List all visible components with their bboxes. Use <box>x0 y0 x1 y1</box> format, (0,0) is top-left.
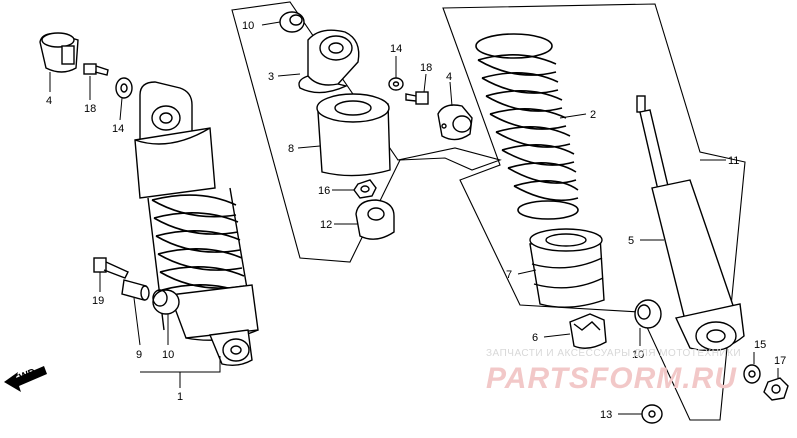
callout-10-left: 10 <box>162 349 174 361</box>
part-bushing-10-right <box>634 299 662 329</box>
part-washer-13 <box>641 404 663 424</box>
callout-5: 5 <box>628 235 634 247</box>
callout-2: 2 <box>590 109 596 121</box>
part-stopper-6 <box>569 313 607 349</box>
callout-14-mid: 14 <box>390 43 402 55</box>
part-washer-15 <box>743 364 761 384</box>
callout-8: 8 <box>288 143 294 155</box>
callout-16: 16 <box>318 185 330 197</box>
fwd-arrow-icon: FWD <box>4 366 47 392</box>
part-washer-14-mid <box>388 77 404 91</box>
part-upper-mount-3 <box>298 29 360 94</box>
callout-9: 9 <box>136 349 142 361</box>
callout-19: 19 <box>92 295 104 307</box>
callout-15: 15 <box>754 339 766 351</box>
callout-7: 7 <box>506 269 512 281</box>
watermark-tagline: ЗАПЧАСТИ И АКСЕССУАРЫ ДЛЯ МОТОТЕХНИКИ <box>486 348 741 359</box>
part-bolt-19 <box>93 257 129 279</box>
callout-17: 17 <box>774 355 786 367</box>
callout-18-left: 18 <box>84 103 96 115</box>
callout-13: 13 <box>600 409 612 421</box>
spring-group-frame <box>442 3 746 421</box>
part-collar-9 <box>121 279 150 301</box>
part-bushing-10-left <box>152 289 180 315</box>
part-bushing-10-top <box>279 11 305 33</box>
callout-10-right: 10 <box>632 349 644 361</box>
leader-lines <box>49 21 779 415</box>
part-bolt-18-mid <box>405 91 429 105</box>
part-nut-17 <box>763 377 789 401</box>
part-cap-4-right <box>437 104 473 141</box>
callout-10-top: 10 <box>242 20 254 32</box>
callout-12: 12 <box>320 219 332 231</box>
part-washer-14-left <box>115 77 133 99</box>
callout-14-left: 14 <box>112 123 124 135</box>
callout-6: 6 <box>532 332 538 344</box>
part-bolt-18-left <box>83 63 109 76</box>
part-spring-2 <box>475 33 579 220</box>
part-rubber-8 <box>316 93 391 177</box>
callout-1: 1 <box>177 391 183 403</box>
callout-4-left: 4 <box>46 95 52 107</box>
part-damper-11 <box>636 95 745 351</box>
callout-4-right: 4 <box>446 71 452 83</box>
part-spring-seat-7 <box>529 228 605 308</box>
shock-absorber-assembly <box>134 81 259 367</box>
watermark-logo: PARTSFORM.RU <box>486 362 737 395</box>
callout-18-mid: 18 <box>420 62 432 74</box>
callout-11: 11 <box>728 155 739 167</box>
part-cap-4-left <box>39 32 79 73</box>
part-bump-stop-12 <box>355 199 395 240</box>
callout-3: 3 <box>268 71 274 83</box>
part-nut-16 <box>353 179 377 199</box>
